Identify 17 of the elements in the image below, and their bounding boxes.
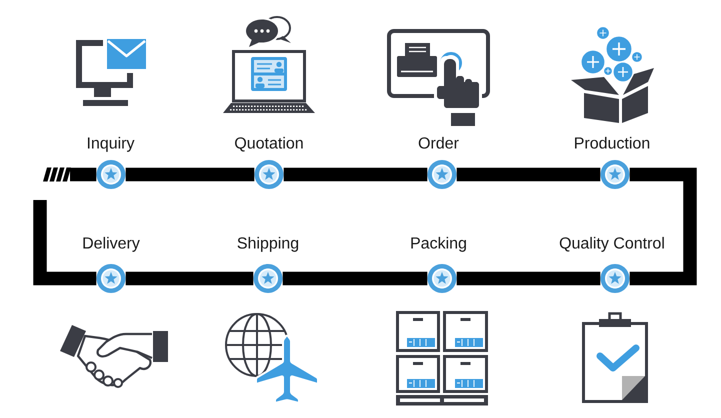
band-connector bbox=[456, 168, 600, 182]
band-connector bbox=[282, 272, 428, 286]
band-connector bbox=[70, 168, 96, 182]
step-label: Packing bbox=[411, 236, 466, 252]
band-connector bbox=[126, 168, 254, 182]
band-connector bbox=[284, 168, 428, 182]
band-connector bbox=[126, 272, 254, 286]
step-label: Quotation bbox=[235, 136, 303, 152]
step-label: Order bbox=[418, 136, 459, 149]
band-connector bbox=[630, 168, 697, 286]
step-label: Shipping bbox=[238, 236, 298, 252]
step-label: Quality Control bbox=[560, 236, 664, 252]
step-label: Inquiry bbox=[88, 136, 134, 152]
step-label: Delivery bbox=[83, 236, 140, 252]
step-label: Production bbox=[575, 136, 650, 149]
band-connector bbox=[33, 200, 96, 286]
band-connector bbox=[456, 272, 600, 286]
